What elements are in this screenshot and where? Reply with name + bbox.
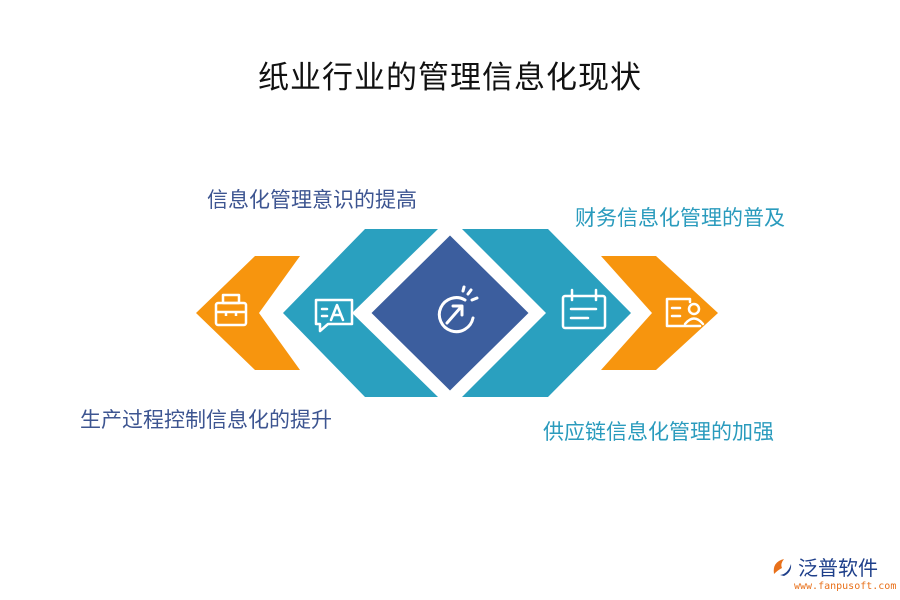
text-chat-icon (314, 298, 354, 333)
right-orange-chevron (601, 256, 718, 370)
label-production: 生产过程控制信息化的提升 (80, 408, 332, 432)
toolbox-icon (214, 293, 248, 327)
calendar-icon (561, 288, 607, 330)
page-title: 纸业行业的管理信息化现状 (258, 60, 642, 96)
left-teal-chevron (283, 229, 438, 397)
label-awareness: 信息化管理意识的提高 (207, 188, 417, 212)
refresh-arrow-icon (437, 285, 479, 334)
brand-logo: 泛普软件 www.fanpusoft.com (770, 552, 896, 592)
brand-url: www.fanpusoft.com (794, 581, 897, 592)
label-supply-chain: 供应链信息化管理的加强 (543, 420, 774, 444)
label-finance: 财务信息化管理的普及 (575, 206, 785, 230)
brand-name: 泛普软件 (798, 556, 878, 580)
left-orange-chevron (196, 256, 300, 370)
fanpu-logo-icon (773, 558, 792, 576)
center-diamond (364, 228, 536, 398)
right-teal-chevron (462, 229, 631, 397)
id-card-icon (665, 297, 705, 328)
